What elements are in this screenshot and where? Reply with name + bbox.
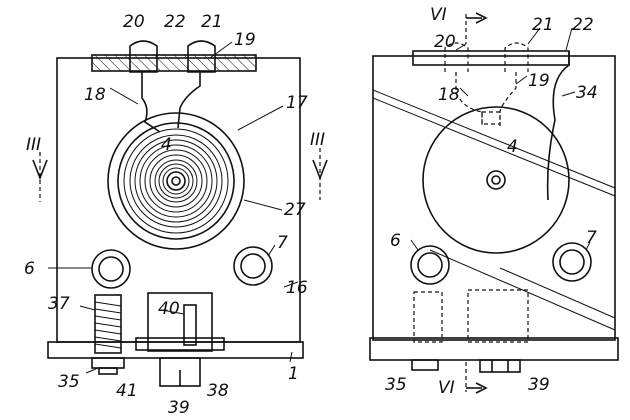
hole-7-elevation [552, 242, 592, 282]
label-18: 18 [84, 85, 106, 105]
label-6: 6 [24, 259, 35, 279]
label-40: 40 [158, 299, 180, 319]
disc [422, 106, 570, 254]
label-4: 4 [161, 135, 172, 155]
label-22: 22 [164, 12, 186, 32]
label-38: 38 [207, 381, 229, 401]
base-plate-elevation [369, 337, 619, 361]
left-view: 20 22 21 19 18 17 4 III III 27 6 7 16 37… [24, 12, 328, 418]
label-22-right: 22 [572, 15, 594, 35]
label-41: 41 [116, 381, 138, 401]
label-39: 39 [168, 398, 190, 418]
hole-6-elevation [410, 245, 450, 285]
label-27: 27 [284, 200, 306, 220]
label-17: 17 [286, 93, 308, 113]
label-III-right: III [310, 130, 325, 150]
screw-21 [187, 40, 216, 73]
label-16: 16 [286, 278, 308, 298]
hole-6 [91, 249, 131, 289]
label-37: 37 [48, 294, 70, 314]
label-7: 7 [277, 233, 288, 253]
shaft-4-elevation [486, 170, 506, 190]
label-VI-top: VI [430, 5, 447, 25]
label-1: 1 [288, 364, 299, 384]
label-7-right: 7 [586, 228, 597, 248]
label-18-right: 18 [438, 85, 460, 105]
threaded-screw-37 [94, 294, 122, 354]
shaft-4 [166, 171, 186, 191]
screw-20 [129, 40, 158, 73]
label-VI-bottom: VI [438, 378, 455, 398]
label-19: 19 [234, 30, 256, 50]
label-III-left: III [26, 135, 41, 155]
label-21: 21 [201, 12, 223, 32]
label-4-right: 4 [507, 137, 518, 157]
label-35-right: 35 [385, 375, 407, 395]
label-34: 34 [576, 83, 598, 103]
cup-41 [147, 292, 213, 352]
label-35: 35 [58, 372, 80, 392]
label-21-right: 21 [532, 15, 554, 35]
hole-7 [233, 246, 273, 286]
arm-34 [546, 51, 570, 201]
spiral-spring-17 [123, 128, 229, 234]
right-view: VI 20 21 22 18 19 34 4 6 7 35 VI 39 [369, 5, 619, 398]
label-6-right: 6 [390, 231, 401, 251]
chamber-27 [107, 112, 245, 250]
label-20-right: 20 [434, 32, 456, 52]
housing-body-elevation [372, 55, 616, 341]
label-20: 20 [123, 12, 145, 32]
flange-38 [135, 337, 225, 351]
label-19-right: 19 [528, 71, 550, 91]
label-39-right: 39 [528, 375, 550, 395]
top-bar-22-elevation [412, 50, 570, 66]
